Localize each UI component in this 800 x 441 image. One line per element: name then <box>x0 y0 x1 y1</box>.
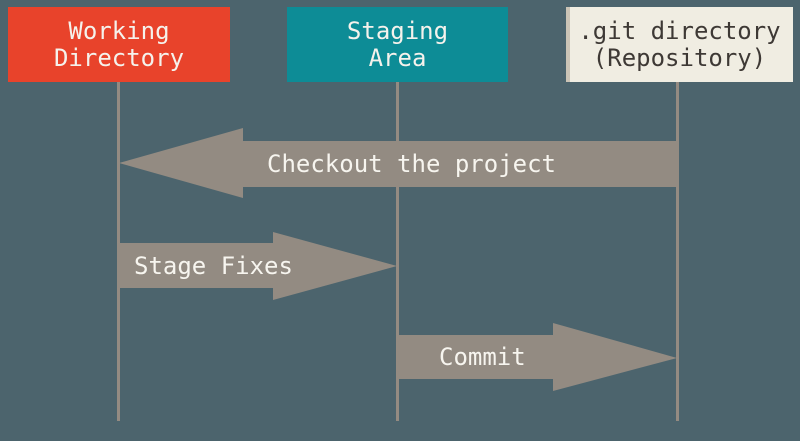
box-staging-area: Staging Area <box>287 7 508 82</box>
arrow-commit-right-icon <box>397 323 677 391</box>
arrow-checkout-left-icon <box>119 128 679 198</box>
box-working-directory: Working Directory <box>8 7 230 82</box>
box-staging-area-line2: Area <box>368 43 427 72</box>
arrow-label-checkout: Checkout the project <box>267 150 556 178</box>
lifeline-git-directory <box>676 82 679 421</box>
box-working-directory-line1: Working <box>68 16 170 45</box>
arrow-label-commit: Commit <box>439 343 526 371</box>
arrow-stage-fixes-right-icon <box>117 232 397 300</box>
arrow-label-stage-fixes: Stage Fixes <box>134 251 293 280</box>
lifeline-staging-area <box>396 82 399 421</box>
box-working-directory-line2: Directory <box>53 43 185 72</box>
box-git-directory: .git directory (Repository) <box>566 7 793 82</box>
box-git-directory-line1: .git directory <box>578 16 781 45</box>
box-git-directory-line2: (Repository) <box>592 43 767 72</box>
box-staging-area-line1: Staging <box>346 16 449 45</box>
